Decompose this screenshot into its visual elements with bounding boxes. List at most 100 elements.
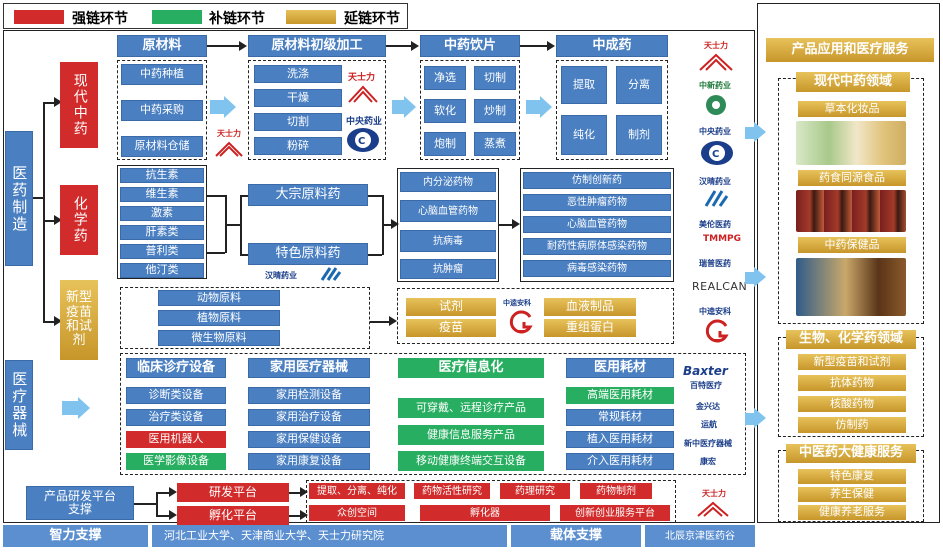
flow-arrow [391,219,399,229]
flow-big-arrow-stem [526,100,540,114]
flow-arrow [389,316,397,326]
header-patent: 中成药 [556,35,668,57]
tcm-pieces-item: 净选 [424,66,466,90]
platform-rd-item: 药物活性研究 [414,483,490,499]
intel-support-text: 河北工业大学、天津商业大学、天士力研究院 [152,525,507,547]
tcm-field-item: 药食同源食品 [798,170,906,186]
jinxingda-logo-text: 金兴达 [696,402,720,411]
tcm-row-label: 现代中药 [60,62,98,148]
header-raw: 原材料 [117,35,207,57]
cnp-logo-text: 中新药业 [699,81,731,90]
flow-big-arrow [224,96,236,118]
flow-connector [370,321,390,323]
chem-innov-item: 恶性肿瘤药物 [523,194,671,211]
zhongyang-logo-text: 中央药业 [699,127,731,136]
flow-connector [382,224,392,226]
platform-rd-item: 药物制剂 [580,483,652,499]
svg-text:C: C [358,136,365,147]
header-pieces: 中药饮片 [420,35,520,57]
cnp-logo-icon [705,94,727,116]
device-clinical-item: 诊断类设备 [126,387,226,404]
flow-big-arrow-stem [62,401,78,415]
device-consum-item: 高端医用耗材 [566,387,674,404]
legend-extend-label: 延链环节 [344,11,400,27]
chem-drug-item: 心脑血管药物 [400,200,496,222]
tasly-logo-text: 天士力 [217,129,241,138]
tmmpg-logo-text: TMMPG [703,234,742,244]
tree-connector [43,220,56,222]
health-field-item: 养生保健 [798,487,906,502]
platform-incub-item: 众创空间 [309,505,405,521]
vaccine-prod-protein: 重组蛋白 [544,319,636,337]
right-frame [757,3,940,523]
bio-field-item: 抗体药物 [798,375,906,391]
tcm-process-item: 洗涤 [254,65,342,83]
tcm-process-item: 切割 [254,113,342,131]
chem-raw-item: 抗生素 [120,168,204,183]
intel-support-label: 智力支撑 [3,525,148,547]
tcm-patent-item: 分离 [616,66,662,104]
chem-raw-item: 普利类 [120,244,204,259]
tcm-raw-item: 中药采购 [121,100,203,121]
svg-text:C: C [712,149,719,160]
flow-connector [368,195,382,197]
chem-innov-item: 仿制创新药 [523,172,671,189]
flow-arrow [169,487,177,497]
tasly-logo-icon [347,84,379,104]
flow-connector [289,515,302,517]
flow-big-arrow-stem [745,413,755,425]
vaccine-prod-vaccine: 疫苗 [406,319,496,337]
meilun-logo-text: 美伦医药 [699,220,731,229]
tcm-pieces-group [420,60,520,160]
cansino-logo-icon [508,309,534,335]
tree-connector [33,197,43,199]
tcm-patent-group [556,60,668,160]
bio-field-item: 仿制药 [798,417,906,433]
flow-big-arrow-stem [745,272,755,284]
tcm-pieces-item: 炮制 [424,132,466,156]
flow-connector [207,195,225,197]
platform-rd-item: 药理研究 [500,483,570,499]
device-side-label: 医疗器械 [5,360,33,450]
vaccine-raw-item: 动物原料 [158,290,280,306]
platform-items-group [306,480,676,523]
platform-incub-item: 孵化器 [420,505,550,521]
tcm-field-title: 现代中药领域 [796,72,910,92]
flow-connector [156,492,158,516]
flow-big-arrow-stem [210,100,224,114]
legend-extend-swatch [286,10,336,24]
chem-raw-item: 维生素 [120,187,204,202]
tasly-logo-icon [696,500,730,518]
tcm-patent-item: 纯化 [561,115,607,155]
tree-arrow [54,316,62,326]
tree-connector [43,102,45,322]
chem-drug-item: 抗肿瘤 [400,259,496,279]
flow-connector [368,254,382,256]
tree-arrow [54,97,62,107]
flow-big-arrow [754,267,766,287]
zhongyang-logo-icon: C [700,140,734,166]
vaccine-prod-blood: 血液制品 [544,298,636,316]
tcm-raw-item: 中药种植 [121,64,203,85]
cosmetics-product-image [796,121,906,165]
tcm-pieces-item: 切制 [474,66,516,90]
health-field-item: 健康养老服务 [798,505,906,520]
chem-drug-item: 抗病毒 [400,230,496,252]
flow-connector [156,492,170,494]
chem-row-label: 化学药 [60,185,98,255]
bio-field-item: 新型疫苗和试剂 [798,354,906,370]
chem-innov-item: 心脑血管药物 [523,216,671,233]
xinsichuang-logo-text: 新中医疗器械 [684,439,732,448]
flow-connector [134,503,156,505]
header-process: 原材料初级加工 [248,35,386,57]
zhongyang-logo-icon: C [346,127,380,153]
chem-innov-item: 耐药性病原体感染药物 [523,238,671,255]
tree-connector [43,321,56,323]
device-consum-item: 植入医用耗材 [566,431,674,448]
flow-arrow [300,487,308,497]
vaccine-row-text: 新型疫苗和试剂 [65,290,92,349]
flow-big-arrow [78,397,90,419]
health-field-title: 中医药大健康服务 [786,444,916,463]
vaccine-raw-item: 植物原料 [158,310,280,326]
legend-strong-label: 强链环节 [72,11,128,27]
